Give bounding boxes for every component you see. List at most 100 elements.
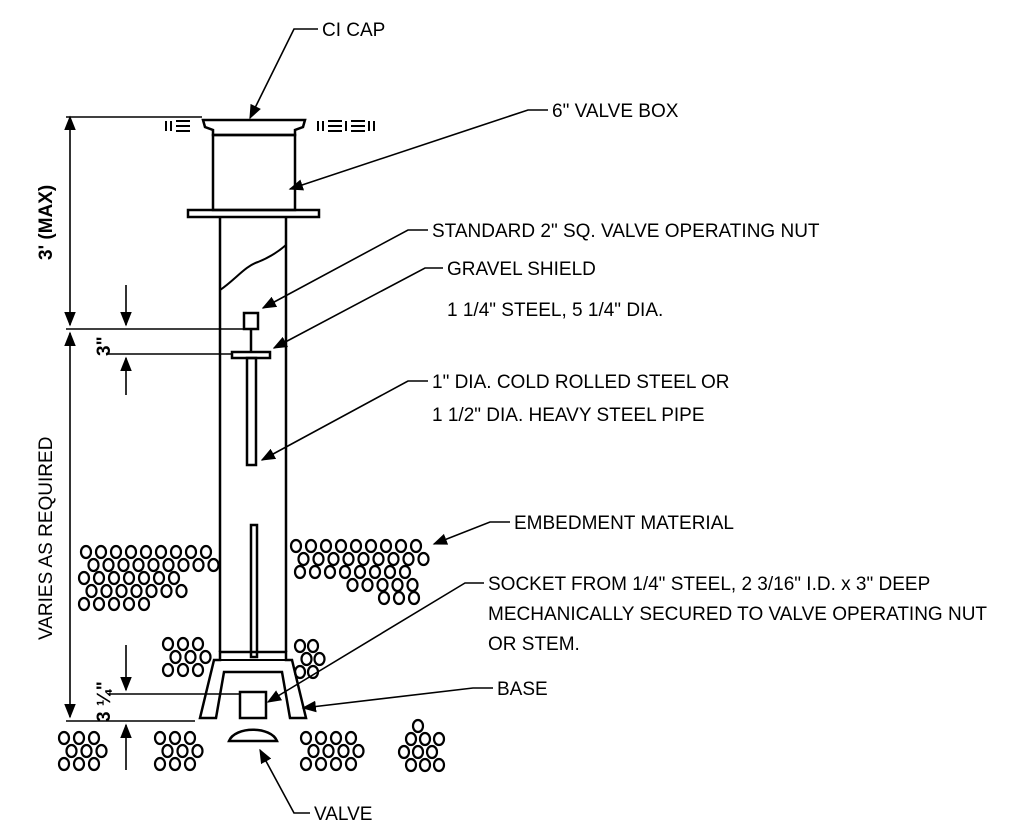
gravel-particle: [352, 743, 365, 759]
gravel-particle: [417, 551, 430, 567]
gravel-particle: [80, 743, 93, 759]
lower-stem: [249, 523, 259, 659]
gravel-particle: [72, 730, 86, 746]
gravel-particle: [297, 551, 310, 567]
gravel-particle: [402, 551, 415, 567]
gravel-particle: [176, 743, 189, 759]
gravel-particle: [300, 651, 313, 667]
embedment-gravel-particles: [57, 538, 446, 773]
gravel-particle: [314, 730, 328, 746]
gravel-particle: [337, 743, 350, 759]
gravel-particle: [92, 570, 106, 586]
gravel-particle: [313, 651, 326, 667]
label-valve-box: 6" VALVE BOX: [552, 101, 679, 122]
label-socket-line3: OR STEM.: [488, 634, 580, 655]
gravel-particle: [95, 743, 108, 759]
gravel-particle: [349, 538, 363, 554]
gravel-particle: [153, 756, 167, 772]
leader-operating-nut: [261, 229, 428, 309]
gravel-particle: [94, 544, 108, 560]
gravel-particle: [137, 596, 151, 612]
gravel-particle: [329, 730, 343, 746]
gravel-particle: [322, 743, 335, 759]
dimension-lines: [64, 115, 244, 770]
label-operating-nut: STANDARD 2" SQ. VALVE OPERATING NUT: [432, 221, 820, 242]
gravel-particle: [411, 718, 425, 734]
gravel-particle: [77, 596, 91, 612]
gravel-particle: [397, 744, 411, 760]
gravel-particle: [191, 662, 205, 678]
socket-block: [238, 690, 268, 720]
gravel-particle: [425, 744, 439, 760]
gravel-particle: [57, 730, 71, 746]
gravel-particle: [130, 583, 143, 599]
gravel-particle: [357, 551, 370, 567]
gravel-particle: [432, 757, 446, 773]
gravel-particle: [132, 557, 145, 573]
gravel-particle: [323, 564, 337, 580]
label-base: BASE: [497, 679, 548, 700]
gravel-particle: [87, 730, 101, 746]
gravel-particle: [377, 590, 391, 606]
gravel-particle: [161, 662, 175, 678]
gravel-particle: [168, 730, 182, 746]
gravel-particle: [289, 538, 303, 554]
gravel-particle: [293, 564, 307, 580]
gravel-particle: [167, 570, 181, 586]
gravel-particle: [137, 570, 151, 586]
gravel-particle: [79, 544, 93, 560]
gravel-particle: [404, 757, 418, 773]
gravel-particle: [407, 590, 421, 606]
gravel-particle: [307, 743, 320, 759]
gravel-particle: [175, 583, 188, 599]
ground-surface-hatch: [165, 120, 375, 132]
gravel-particle: [392, 590, 406, 606]
dim-base-height: 3 ¼": [94, 681, 115, 722]
gravel-particle: [398, 564, 412, 580]
leader-valve: [259, 748, 310, 814]
gravel-particle: [391, 577, 404, 593]
gravel-particle: [418, 757, 432, 773]
gravel-particle: [147, 557, 160, 573]
gravel-particle: [183, 730, 197, 746]
gravel-particle: [306, 638, 320, 654]
gravel-particle: [102, 557, 115, 573]
gravel-particle: [77, 570, 91, 586]
gravel-particle: [312, 551, 325, 567]
gravel-particle: [344, 730, 358, 746]
gravel-particle: [107, 596, 121, 612]
gravel-particle: [406, 577, 419, 593]
gravel-particle: [299, 756, 313, 772]
gravel-particle: [372, 551, 385, 567]
gravel-particle: [334, 538, 348, 554]
gravel-particle: [184, 544, 198, 560]
gravel-particle: [342, 551, 355, 567]
gravel-particle: [207, 557, 220, 573]
gravel-particle: [394, 538, 408, 554]
label-rod-line1: 1" DIA. COLD ROLLED STEEL OR: [432, 372, 729, 393]
gravel-particle: [338, 564, 352, 580]
ci-cap-shape: [201, 118, 307, 137]
gravel-particle: [107, 570, 121, 586]
gravel-particle: [199, 649, 212, 665]
gravel-particle: [327, 551, 340, 567]
gravel-particle: [314, 756, 328, 772]
gravel-particle: [368, 564, 382, 580]
gravel-particle: [85, 583, 98, 599]
gravel-particle: [122, 596, 136, 612]
gravel-particle: [160, 583, 173, 599]
label-gravel-shield-spec: 1 1/4" STEEL, 5 1/4" DIA.: [447, 300, 663, 321]
gravel-particle: [376, 577, 389, 593]
gravel-particle: [117, 557, 130, 573]
gravel-particle: [411, 744, 425, 760]
valve-box-flange: [186, 208, 321, 219]
gravel-particle: [409, 538, 423, 554]
leader-socket: [266, 582, 484, 703]
gravel-particle: [379, 538, 393, 554]
cutaway-break-line: [219, 244, 287, 291]
gravel-particle: [145, 583, 158, 599]
gravel-particle: [87, 557, 100, 573]
base-casting: [198, 650, 308, 720]
gravel-particle: [319, 538, 333, 554]
